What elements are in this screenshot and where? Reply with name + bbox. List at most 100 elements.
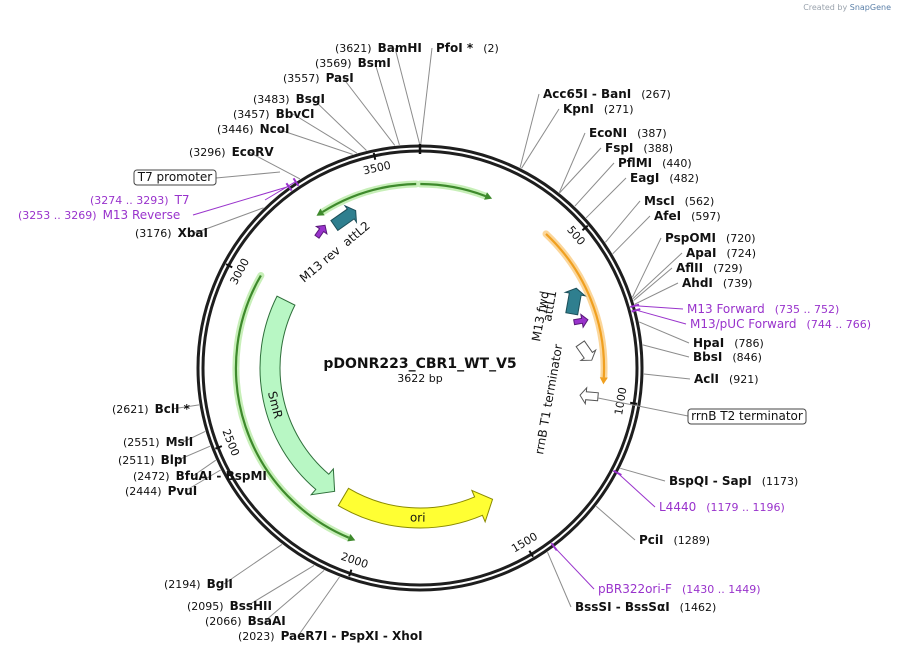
primer-name: T7 <box>174 193 190 207</box>
primer-mark <box>612 469 622 476</box>
site-leader <box>420 47 433 145</box>
site-position: AhdI <box>682 276 713 290</box>
m13-rev-arrow-shape <box>314 224 328 239</box>
site-leader <box>248 151 301 180</box>
site-leader <box>519 93 540 168</box>
site-position: AclI <box>694 372 719 386</box>
feature-arcs <box>232 180 608 542</box>
site-position: (2551) <box>123 436 160 449</box>
site-label: HpaI(786) <box>693 336 764 350</box>
site-leader <box>297 576 340 637</box>
tick-label: 2000 <box>339 550 370 571</box>
rrnb-t2-label-box <box>687 408 807 425</box>
site-position: (2511) <box>118 454 155 467</box>
primer-mark <box>285 182 293 192</box>
site-name: BssHII <box>230 599 272 613</box>
site-name: (1173) <box>762 475 799 488</box>
primer-label: M13 Forward(735 .. 752) <box>687 302 839 316</box>
site-position: ApaI <box>686 246 716 260</box>
site-position: BspQI - SapI <box>669 474 752 488</box>
site-name: (1289) <box>674 534 711 547</box>
site-position: EagI <box>630 171 659 185</box>
primer-range: (3253 .. 3269) <box>18 209 97 222</box>
tick-mark <box>372 152 377 160</box>
primer-leader <box>192 186 289 216</box>
site-name: (267) <box>641 88 671 101</box>
site-label: PspOMI(720) <box>665 231 756 245</box>
site-name: PaeR7I - PspXI - XhoI <box>281 629 423 643</box>
rrnb-t1-label: rrnB T1 terminator <box>532 343 565 455</box>
site-leader-lines <box>171 47 691 637</box>
m13-rev-label: M13 rev <box>297 243 343 285</box>
site-leader <box>292 113 358 154</box>
site-name: (271) <box>604 103 634 116</box>
site-leader <box>276 128 353 155</box>
site-label: (3457) BbvCI <box>233 107 314 121</box>
primer-mark <box>631 308 641 313</box>
site-leader <box>264 570 325 622</box>
site-leader <box>171 404 200 410</box>
site-name: BfuAI - BspMI <box>176 469 267 483</box>
site-leader <box>547 552 572 608</box>
site-position: (2023) <box>238 630 275 643</box>
primer-leader <box>636 309 687 325</box>
rrnb-t2-label-text: rrnB T2 terminator <box>691 409 803 423</box>
site-position: (2472) <box>133 470 170 483</box>
site-label: PflMI (440) <box>618 156 692 170</box>
site-position: (3569) <box>315 57 352 70</box>
m13-fwd-arrow-shape <box>573 313 589 329</box>
attl1-arrow <box>563 287 587 316</box>
site-label: (2621)BclI * <box>112 402 191 416</box>
site-position: PflMI <box>618 156 652 170</box>
site-name: BsgI <box>296 92 325 106</box>
feature-arc <box>420 182 486 198</box>
credit-brand: SnapGene <box>849 3 891 12</box>
site-leader <box>192 459 217 477</box>
t7-promoter-label-line <box>215 171 281 179</box>
inner-feature-label: ori <box>410 510 426 524</box>
primer-mark <box>292 177 300 187</box>
site-name: (388) <box>643 142 673 155</box>
site-leader <box>595 505 636 541</box>
site-position: Acc65I - BanI <box>543 87 631 101</box>
site-label: (3446)NcoI <box>217 122 289 136</box>
site-position: BbsI <box>693 350 722 364</box>
site-position: (2095) <box>187 600 224 613</box>
site-name: BbvCI <box>276 107 315 121</box>
feature-arc <box>321 182 417 213</box>
site-name: (2) <box>483 42 499 55</box>
feature-halo <box>232 272 353 542</box>
primer-range: (744 .. 766) <box>807 318 872 331</box>
site-leader <box>223 543 283 585</box>
site-label: PfoI *(2) <box>436 41 499 55</box>
inner-feature-arrow <box>259 295 336 496</box>
site-label: BssSI - BssSαI(1462) <box>575 600 716 614</box>
primer-range: (1430 .. 1449) <box>682 583 761 596</box>
site-leader <box>374 62 400 146</box>
site-leader <box>612 215 651 255</box>
primer-label: (3274 .. 3293)T7 <box>90 193 190 207</box>
site-label: (3483)BsgI <box>253 92 325 106</box>
t7-promoter-label-text: T7 promoter <box>137 170 213 184</box>
site-position: PciI <box>639 533 664 547</box>
site-name: (440) <box>662 157 692 170</box>
site-position: (3557) <box>283 72 320 85</box>
primer-range: (735 .. 752) <box>775 303 840 316</box>
site-label: PciI (1289) <box>639 533 710 547</box>
site-leader <box>642 344 690 358</box>
primer-label: (3253 .. 3269)M13 Reverse <box>18 208 180 222</box>
site-position: (3176) <box>135 227 172 240</box>
primer-name: pBR322ori-F <box>598 582 672 596</box>
site-position: (3621) <box>335 42 372 55</box>
tick-mark <box>214 445 223 450</box>
primer-mark <box>630 303 640 309</box>
site-leader <box>585 177 627 219</box>
primer-name: L4440 <box>659 500 696 514</box>
snapgene-credit: Created by SnapGene <box>803 3 891 12</box>
site-label: KpnI(271) <box>563 102 634 116</box>
primer-range: (1179 .. 1196) <box>706 501 785 514</box>
site-position: (3457) <box>233 108 270 121</box>
feature-halo <box>319 180 420 216</box>
inner-feature-arrow <box>337 487 494 529</box>
